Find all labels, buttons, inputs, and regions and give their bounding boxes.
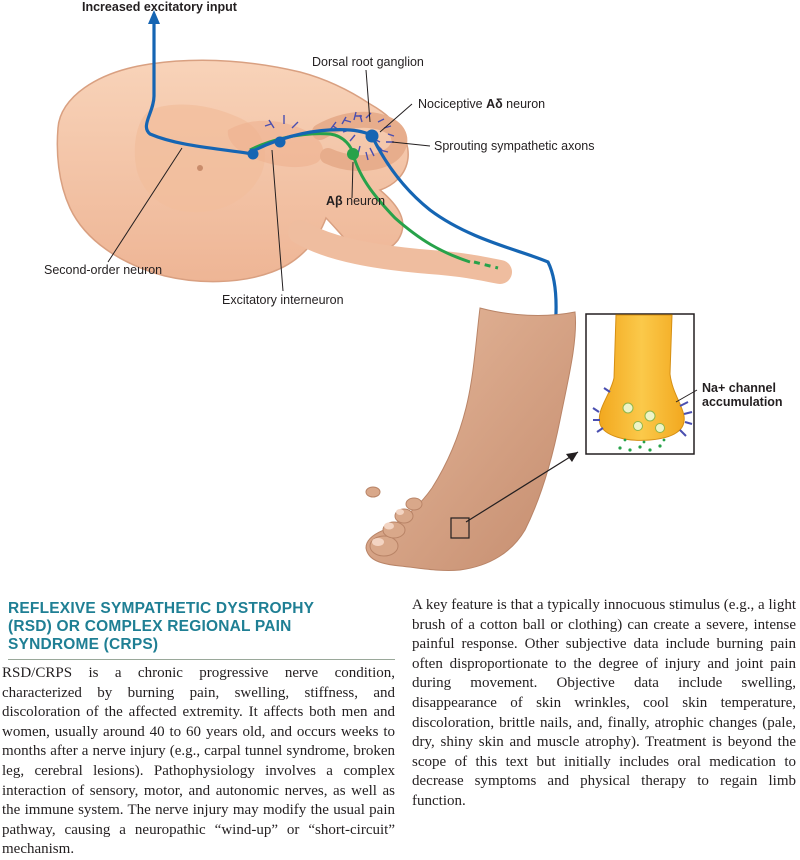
label-nociceptive-neuron: Nociceptive Aδ neuron	[418, 97, 545, 111]
abeta-neuron-dashes	[473, 260, 499, 270]
leader-lines	[107, 69, 698, 403]
second-order-neuron-path	[144, 22, 254, 156]
label-increased-input: Increased excitatory input	[82, 0, 238, 14]
axon-terminal-shape	[598, 314, 685, 441]
released-molecules	[618, 438, 666, 452]
label-abeta-neuron: Aβ neuron	[326, 194, 385, 208]
second-order-arrowhead	[148, 10, 160, 24]
article-right-column: A key feature is that a typically innocu…	[412, 596, 796, 812]
heading-line-1: Reflexive Sympathetic Dystrophy	[8, 600, 315, 617]
na-channels	[592, 387, 693, 437]
label-sprouting-axons: Sprouting sympathetic axons	[434, 139, 595, 153]
heading-line-2: (RSD) or Complex Regional Pain	[8, 618, 292, 635]
section-heading: Reflexive Sympathetic Dystrophy (RSD) or…	[8, 600, 395, 660]
dorsal-root-shape	[312, 111, 408, 171]
illustration-svg: Increased excitatory input Dorsal root g…	[44, 0, 783, 571]
abeta-neuron-cell	[347, 148, 359, 160]
toenails	[372, 509, 404, 546]
zoom-source-box	[450, 517, 470, 539]
article-left-column: Reflexive Sympathetic Dystrophy (RSD) or…	[2, 600, 395, 860]
label-na-channel-2: accumulation	[702, 395, 783, 409]
nociceptive-neuron-cell	[365, 129, 379, 143]
crps-illustration: Increased excitatory input Dorsal root g…	[44, 0, 783, 571]
vesicles	[622, 402, 665, 433]
central-canal	[197, 165, 203, 171]
zoom-arrowhead	[566, 452, 578, 462]
label-excitatory-interneuron: Excitatory interneuron	[222, 293, 344, 307]
second-order-cell	[247, 148, 259, 160]
label-na-channel-1: Na+ channel	[702, 381, 776, 395]
label-second-order-neuron: Second-order neuron	[44, 263, 162, 277]
ventral-root-shape	[288, 220, 512, 284]
paragraph-2: A key feature is that a typically innocu…	[412, 597, 796, 809]
zoom-arrow-line	[465, 451, 579, 523]
label-dorsal-root-ganglion: Dorsal root ganglion	[312, 55, 424, 69]
paragraph-1: RSD/CRPS is a chronic progressive nerve …	[2, 665, 395, 858]
heading-line-3: Syndrome (CRPS)	[8, 636, 159, 653]
